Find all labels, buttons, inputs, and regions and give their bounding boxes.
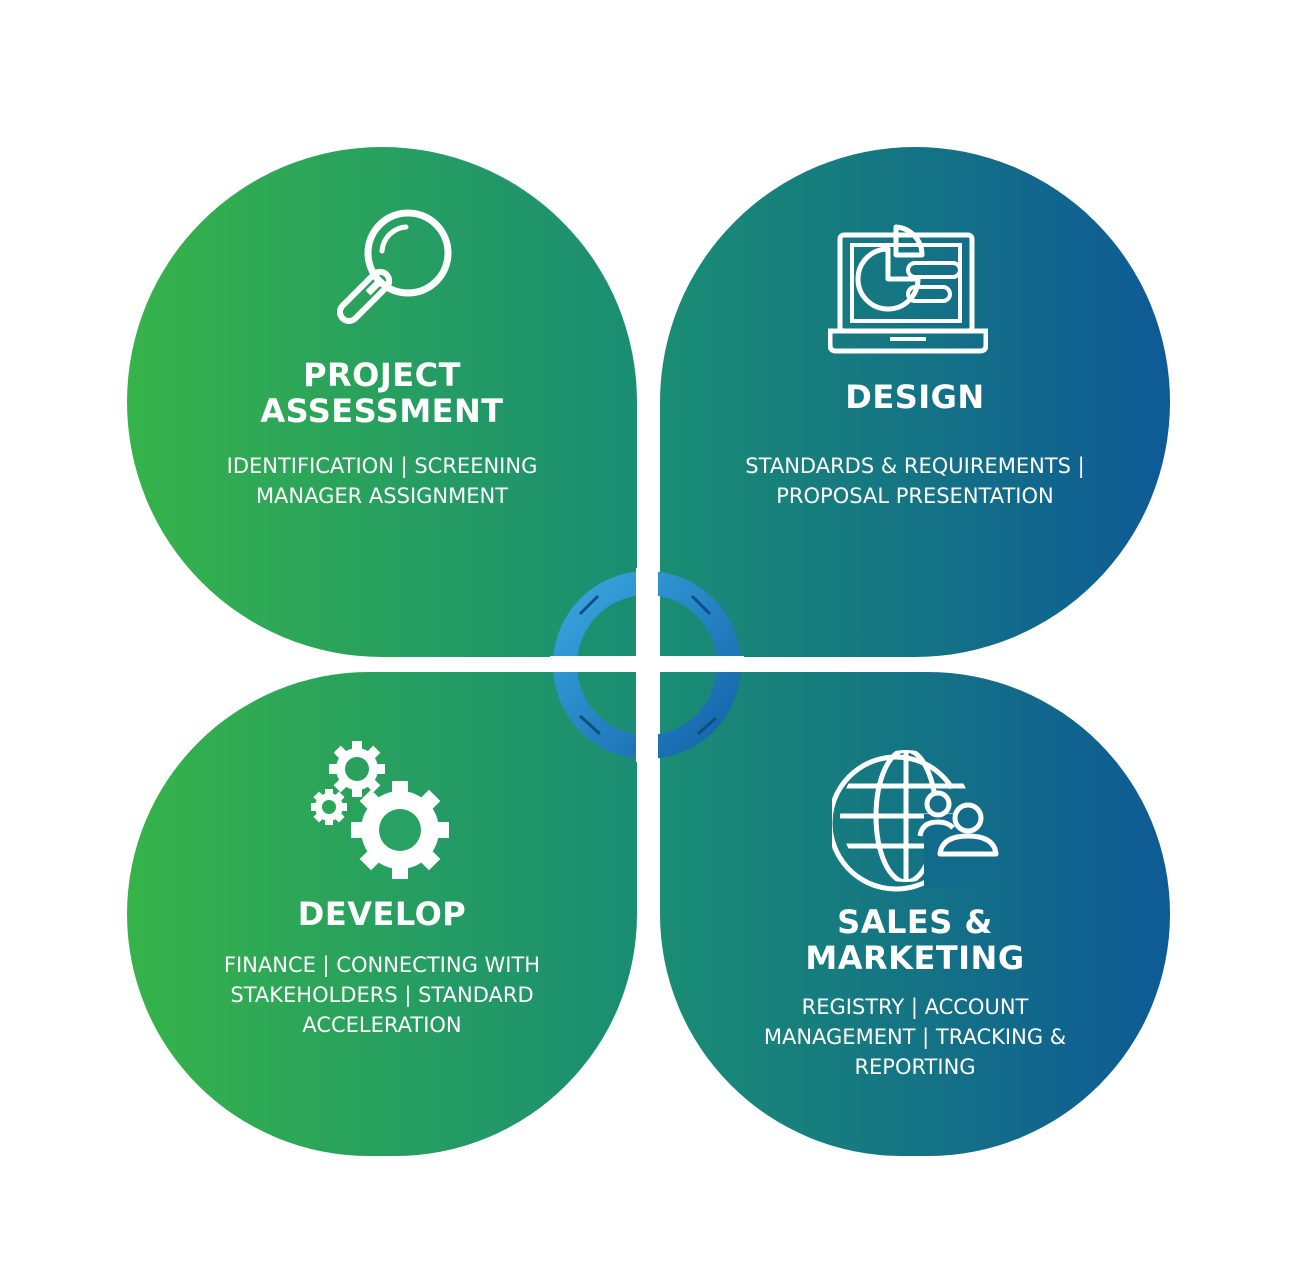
globe-user-icon — [832, 750, 1000, 892]
gears-icon — [311, 741, 449, 879]
cycle-arrows-icon — [550, 568, 744, 762]
petal-title: PROJECT ASSESSMENT — [260, 356, 504, 430]
petal-description: IDENTIFICATION | SCREENING MANAGER ASSIG… — [226, 454, 538, 508]
petal-develop: DEVELOP FINANCE | CONNECTING WITH STAKEH… — [127, 672, 637, 1156]
petal-title: DEVELOP — [297, 895, 467, 933]
petal-sales-marketing: SALES & MARKETING REGISTRY | ACCOUNT MAN… — [660, 672, 1170, 1156]
petal-project-assessment: PROJECT ASSESSMENT IDENTIFICATION | SCRE… — [127, 147, 637, 657]
petal-description: FINANCE | CONNECTING WITH STAKEHOLDERS |… — [223, 953, 541, 1037]
laptop-chart-icon — [828, 224, 988, 354]
petal-description: REGISTRY | ACCOUNT MANAGEMENT | TRACKING… — [763, 995, 1067, 1079]
petal-design: DESIGN STANDARDS & REQUIREMENTS | PROPOS… — [660, 147, 1170, 657]
petal-title: DESIGN — [845, 378, 985, 416]
magnifier-icon — [337, 209, 452, 324]
petal-description: STANDARDS & REQUIREMENTS | PROPOSAL PRES… — [745, 454, 1085, 508]
petal-title: SALES & MARKETING — [805, 903, 1025, 977]
